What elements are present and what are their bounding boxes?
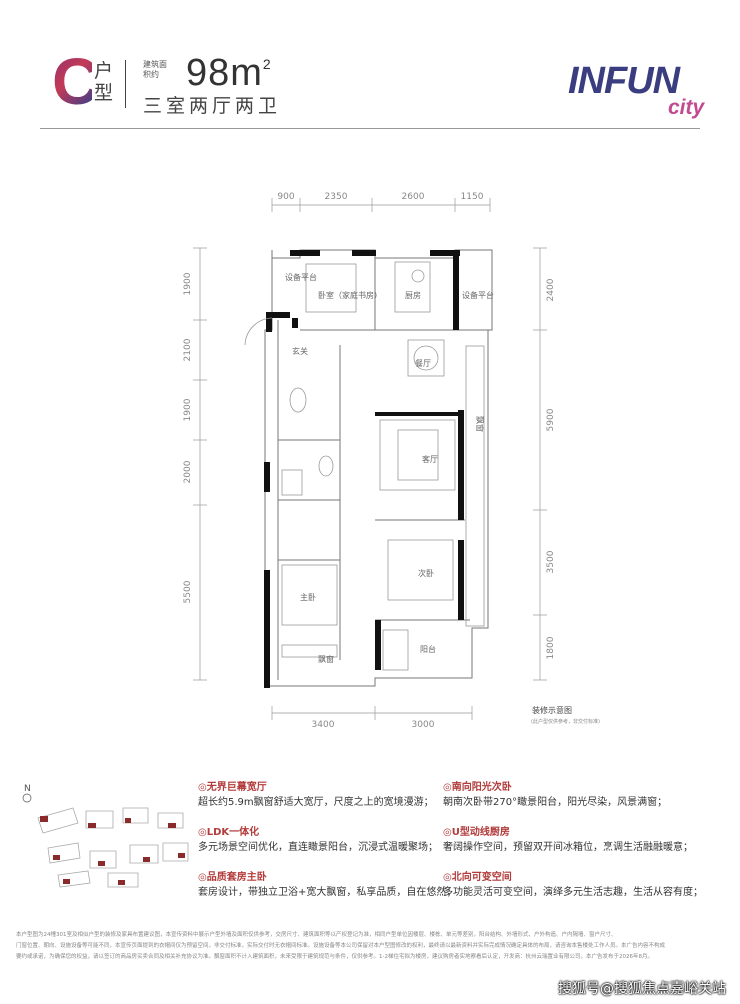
- feature-desc: 超长约5.9m飘窗舒适大宽厅，尺度之上的宽境漫游；: [198, 797, 434, 808]
- room-entry: 玄关: [292, 346, 308, 356]
- header-rule: [40, 128, 700, 129]
- room-living: 客厅: [422, 454, 438, 464]
- area-label: 建筑面积约: [143, 60, 167, 79]
- feature-south-bedroom: ◎南向阳光次卧 朝南次卧带270°瞰景阳台，阳光尽染，风景满窗；: [443, 781, 713, 811]
- site-plan: N: [22, 784, 189, 888]
- bottom-dim-1: 3400: [312, 720, 335, 730]
- feature-u-kitchen: ◎U型动线厨房 奢阔操作空间，预留双开间冰箱位，烹调生活融融暖意；: [443, 826, 713, 856]
- feature-title: ◎U型动线厨房: [443, 827, 510, 838]
- plan-caption: 装修示意图: [532, 706, 572, 715]
- disclaimer-line: 要约或承诺，为确保您的权益，请以签订的商品房买卖合同及相关补充协议为准。飘窗面积…: [16, 954, 653, 960]
- left-dim-2: 2100: [183, 338, 193, 361]
- left-dim-1: 1900: [183, 272, 193, 295]
- feature-flex-space: ◎北向可变空间 多功能灵活可变空间，演绎多元生活志趣，生活从容有度；: [443, 871, 713, 901]
- unit-letter: C: [52, 44, 100, 118]
- feature-master-suite: ◎品质套房主卧 套房设计，带独立卫浴+宽大飘窗，私享品质，自在悠然；: [198, 871, 468, 901]
- north-label: N: [24, 784, 31, 794]
- disclaimer-line: 本户型图为24幢301室及相似户型的装修及家具布置建议图，本宣传资料中展示户型外…: [16, 932, 617, 938]
- north-arrow-icon: [22, 793, 32, 803]
- room-equipment-left: 设备平台: [285, 272, 317, 282]
- room-bay-window-right: 飘窗: [475, 416, 485, 432]
- right-dim-3: 3500: [546, 550, 556, 573]
- top-dim-2: 2350: [325, 192, 348, 202]
- watermark: 搜狐号@搜狐焦点嘉峪关站: [558, 981, 726, 997]
- feature-title: ◎北向可变空间: [443, 872, 512, 883]
- left-dim-3: 1900: [183, 398, 193, 421]
- room-bedroom-north: 卧室（家庭书房）: [318, 290, 382, 300]
- header-divider: [125, 60, 126, 108]
- room-bedroom-south: 次卧: [418, 568, 434, 578]
- top-dim-4: 1150: [461, 192, 484, 202]
- feature-desc: 朝南次卧带270°瞰景阳台，阳光尽染，风景满窗；: [443, 797, 668, 808]
- area-superscript: 2: [262, 56, 272, 72]
- room-equipment-right: 设备平台: [462, 290, 494, 300]
- area-value: 98m2: [186, 52, 272, 95]
- feature-title: ◎品质套房主卧: [198, 872, 267, 883]
- room-balcony: 阳台: [420, 644, 436, 654]
- plan-caption-note: (此户型仅供参考，非交付标准): [531, 719, 600, 725]
- right-dim-2: 5900: [546, 408, 556, 431]
- area-number: 98m: [186, 52, 263, 94]
- disclaimer: 本户型图为24幢301室及相似户型的装修及家具布置建议图，本宣传资料中展示户型外…: [16, 930, 726, 963]
- right-dim-1: 2400: [546, 278, 556, 301]
- brand-logo-text: INFUN: [568, 60, 680, 102]
- layout-description: 三室两厅两卫: [143, 95, 282, 117]
- feature-desc: 奢阔操作空间，预留双开间冰箱位，烹调生活融融暖意；: [443, 842, 693, 853]
- disclaimer-line: 门窗位置、朝向、设施设备等可能不同，本宣传页面提到的衣帽间仅为预留空间，非交付标…: [16, 943, 666, 949]
- room-master: 主卧: [300, 592, 316, 602]
- brand-logo-subtext: city: [668, 96, 705, 119]
- top-dim-3: 2600: [402, 192, 425, 202]
- room-dining: 餐厅: [415, 359, 431, 368]
- bottom-dim-2: 3000: [412, 720, 435, 730]
- feature-wide-hall: ◎无界巨幕宽厅 超长约5.9m飘窗舒适大宽厅，尺度之上的宽境漫游；: [198, 781, 468, 811]
- left-dim-4: 2000: [183, 460, 193, 483]
- feature-title: ◎南向阳光次卧: [443, 782, 512, 793]
- left-dim-5: 5500: [183, 580, 193, 603]
- room-kitchen: 厨房: [405, 290, 421, 300]
- top-dim-1: 900: [277, 192, 294, 202]
- feature-title: ◎LDK一体化: [198, 827, 260, 838]
- feature-desc: 多功能灵活可变空间，演绎多元生活志趣，生活从容有度；: [443, 887, 703, 898]
- unit-type-label: 户型: [94, 60, 114, 104]
- room-bay-window-bottom: 飘窗: [318, 654, 334, 664]
- feature-title: ◎无界巨幕宽厅: [198, 782, 267, 793]
- floor-plan: 900 2350 2600 1150 3400 3000 1900 2100 1…: [183, 192, 556, 730]
- feature-desc: 套房设计，带独立卫浴+宽大飘窗，私享品质，自在悠然；: [198, 887, 457, 898]
- feature-desc: 多元场景空间优化，直连瞰景阳台，沉浸式温暖聚场；: [198, 842, 438, 853]
- right-dim-4: 1800: [546, 636, 556, 659]
- feature-ldk: ◎LDK一体化 多元场景空间优化，直连瞰景阳台，沉浸式温暖聚场；: [198, 826, 468, 856]
